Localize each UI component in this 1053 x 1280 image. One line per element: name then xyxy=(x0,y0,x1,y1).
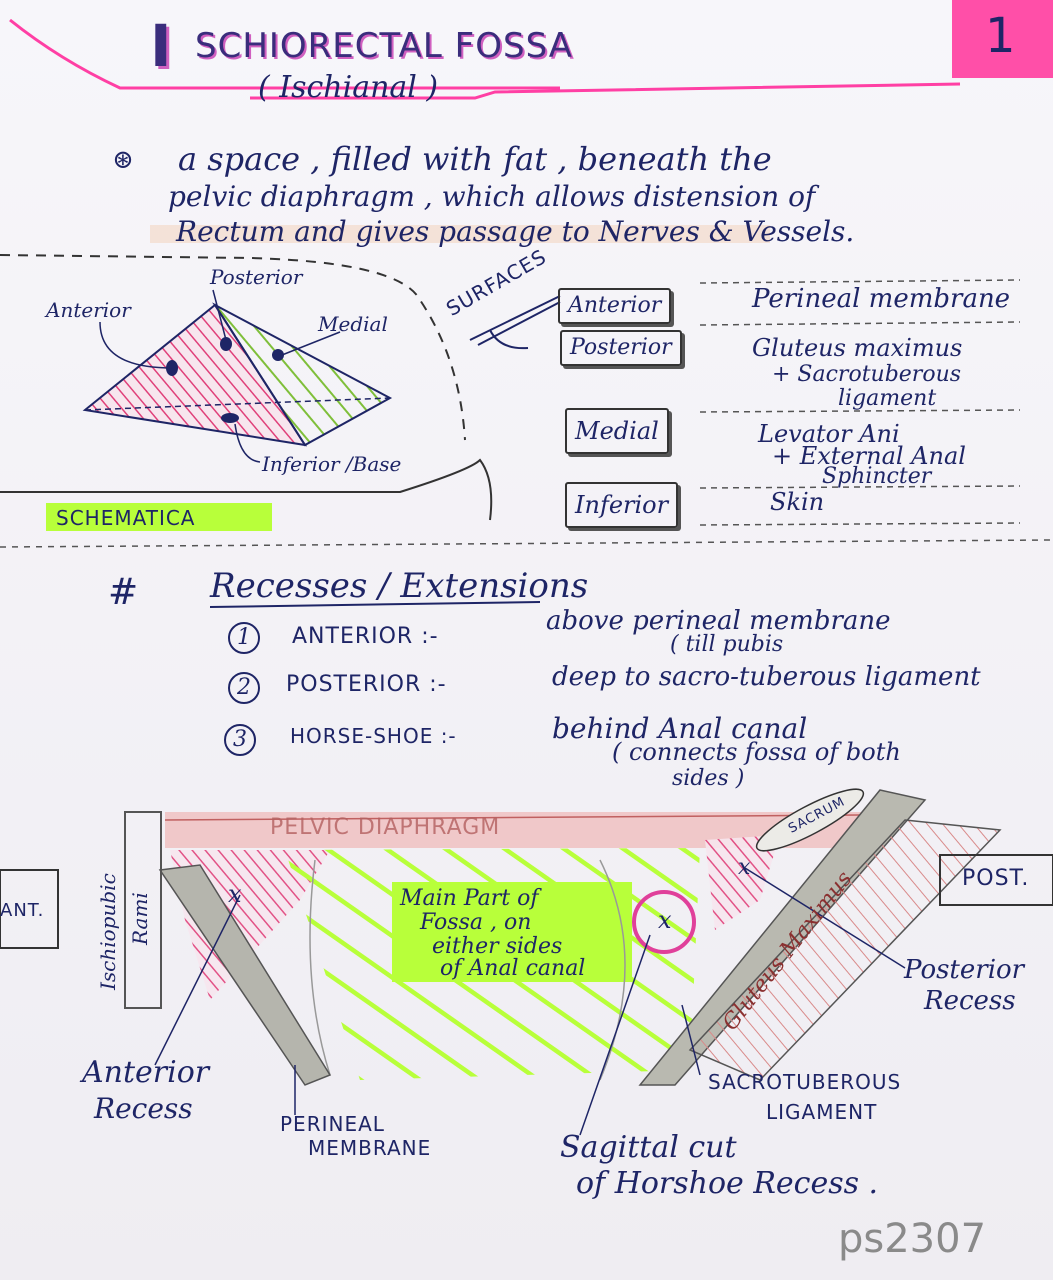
anterior-recess-label-2: Recess xyxy=(94,1092,193,1125)
surface-posterior-value-3: ligament xyxy=(838,386,937,411)
pelvic-diaphragm-label: PELVIC DIAPHRAGM xyxy=(270,815,501,840)
recess-number-2: 2 xyxy=(228,672,260,704)
surface-medial-value-3: Sphincter xyxy=(822,464,932,489)
recess-name-1: ANTERIOR :- xyxy=(292,624,439,649)
main-part-line-1: Main Part of xyxy=(400,886,539,911)
anterior-recess-label-1: Anterior xyxy=(82,1055,210,1090)
recess-desc-1b: ( till pubis xyxy=(670,632,784,657)
surface-posterior-value-1: Gluteus maximus xyxy=(752,334,963,362)
page-number: 1 xyxy=(985,8,1016,64)
surface-medial-value-2: + External Anal xyxy=(772,442,966,470)
surface-anterior-value: Perineal membrane xyxy=(752,284,1011,314)
recesses-heading: Recesses / Extensions xyxy=(210,566,589,606)
recess-desc-3a: behind Anal canal xyxy=(552,712,808,745)
recess-name-3: HORSE-SHOE :- xyxy=(290,724,457,748)
main-part-line-3: either sides xyxy=(432,934,563,959)
posterior-recess-label-2: Recess xyxy=(924,986,1016,1016)
sagittal-cut-label-1: Sagittal cut xyxy=(560,1130,737,1165)
posterior-recess-label-1: Posterior xyxy=(904,955,1025,985)
surface-medial: Medial xyxy=(565,408,669,454)
x-mark-posterior: x xyxy=(738,855,751,880)
schematica-highlight xyxy=(46,503,272,531)
label-posterior: Posterior xyxy=(210,265,303,289)
surface-inferior-value: Skin xyxy=(770,488,825,516)
x-mark-horseshoe: x xyxy=(658,906,672,934)
recess-desc-3c: sides ) xyxy=(672,766,745,791)
perineal-membrane-label-1: PERINEAL xyxy=(280,1112,385,1136)
ischiopubic-label-1: Ischiopubic xyxy=(96,873,120,990)
surface-medial-value-1: Levator Ani xyxy=(758,420,900,448)
bullet-icon: ⊛ xyxy=(112,145,134,175)
schematica-tag: SCHEMATICA xyxy=(56,506,196,530)
ant-box: ANT. xyxy=(0,900,45,921)
sacrotuberous-label-1: SACROTUBEROUS xyxy=(708,1070,902,1094)
main-part-line-2: Fossa , on xyxy=(420,910,532,935)
recess-desc-2: deep to sacro-tuberous ligament xyxy=(552,662,981,692)
page-subtitle: ( Ischianal ) xyxy=(258,70,439,105)
page-title: SCHIORECTAL FOSSA xyxy=(195,26,574,66)
recess-desc-1a: above perineal membrane xyxy=(546,606,891,636)
label-medial: Medial xyxy=(318,312,388,336)
title-swoosh xyxy=(9,18,560,90)
ischiopubic-label-2: Rami xyxy=(128,892,152,945)
surface-inferior: Inferior xyxy=(565,482,679,528)
surface-posterior-value-2: + Sacrotuberous xyxy=(772,362,962,387)
sagittal-cut-label-2: of Horshoe Recess . xyxy=(576,1166,879,1201)
label-inferior-base: Inferior /Base xyxy=(262,452,402,476)
surface-posterior: Posterior xyxy=(560,330,682,366)
recess-name-2: POSTERIOR :- xyxy=(286,672,447,697)
label-anterior: Anterior xyxy=(46,298,131,322)
surface-anterior: Anterior xyxy=(558,288,672,324)
recess-number-1: 1 xyxy=(228,622,260,654)
title-initial: I xyxy=(150,12,173,80)
intro-line-1: a space , filled with fat , beneath the xyxy=(178,140,772,178)
recess-desc-3b: ( connects fossa of both xyxy=(612,738,901,766)
sacrotuberous-label-2: LIGAMENT xyxy=(766,1100,878,1124)
watermark: ps2307 xyxy=(838,1216,987,1262)
intro-line-3: Rectum and gives passage to Nerves & Ves… xyxy=(176,215,855,248)
perineal-membrane-label-2: MEMBRANE xyxy=(308,1136,432,1160)
x-mark-anterior: x xyxy=(228,880,242,908)
intro-line-2: pelvic diaphragm , which allows distensi… xyxy=(168,180,816,213)
post-box: POST. xyxy=(962,866,1030,891)
page-number-tab xyxy=(952,0,1053,78)
hash-icon: # xyxy=(108,572,139,613)
recess-number-3: 3 xyxy=(224,724,256,756)
main-part-line-4: of Anal canal xyxy=(440,956,586,981)
